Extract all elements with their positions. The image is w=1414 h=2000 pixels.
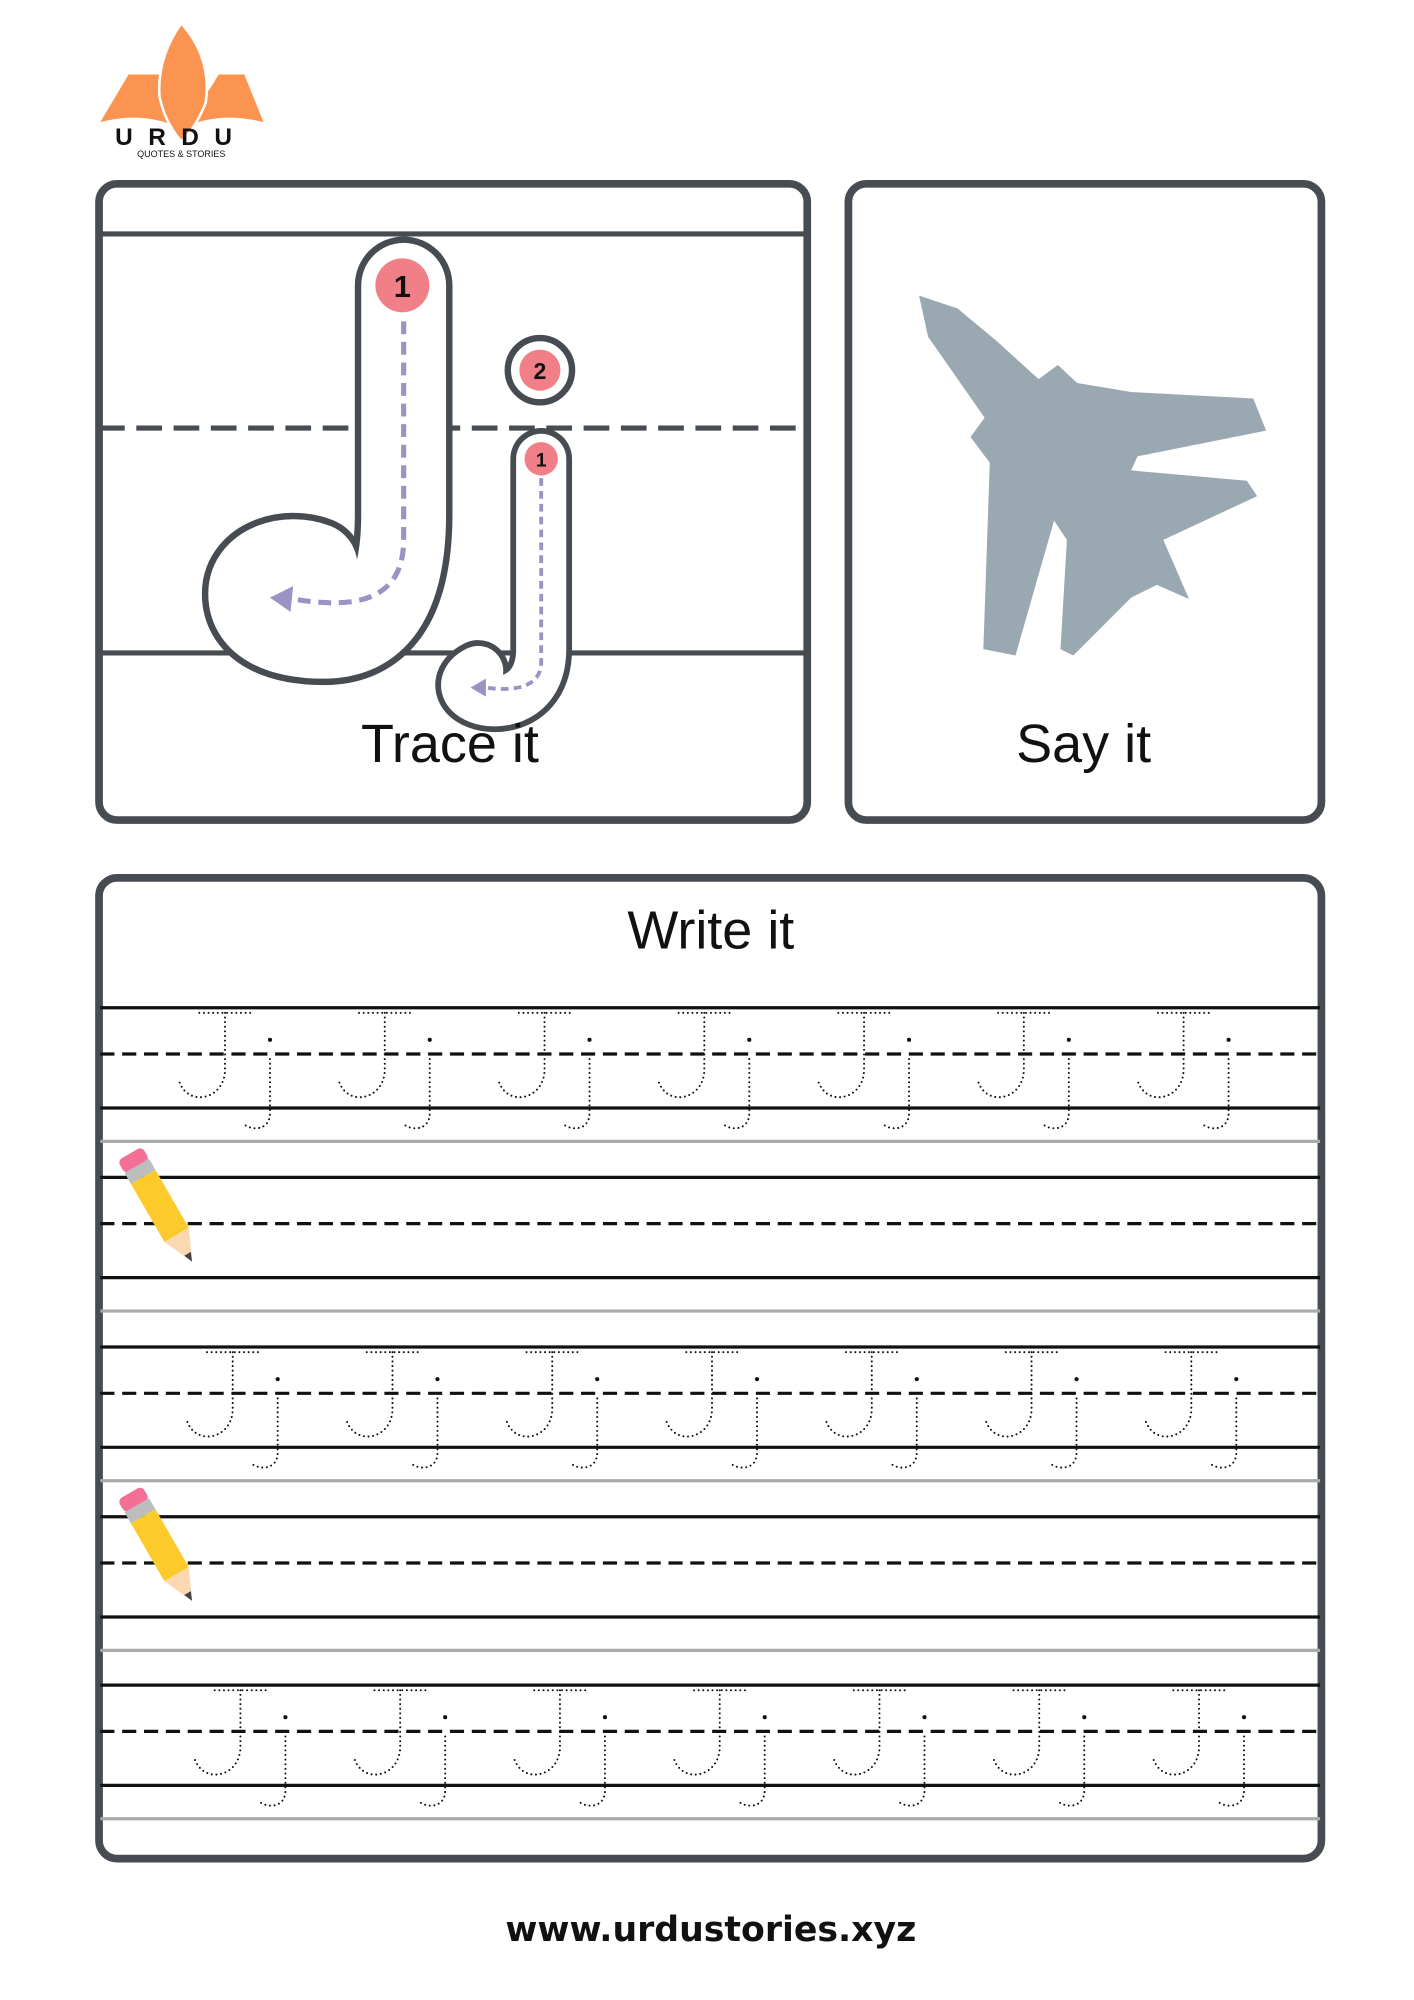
tracing-row — [100, 1345, 1321, 1483]
step-number: 2 — [533, 358, 546, 384]
fighter-jet-icon — [919, 295, 1267, 656]
lowercase-j-trace-guide: 2 1 — [435, 334, 576, 733]
website-url: www.urdustories.xyz — [505, 1910, 916, 1950]
practice-row[interactable] — [100, 1485, 1321, 1652]
logo-subtitle: QUOTES & STORIES — [137, 149, 225, 159]
practice-row[interactable] — [100, 1146, 1321, 1313]
arrow-icon — [269, 586, 294, 612]
logo-title: URDU — [115, 124, 247, 151]
step-number: 1 — [394, 269, 411, 304]
trace-it-label: Trace it — [361, 714, 539, 774]
write-it-label: Write it — [627, 901, 794, 961]
book-icon — [100, 74, 264, 129]
write-panel: Write it — [95, 874, 1326, 1863]
arrow-icon — [470, 678, 486, 697]
trace-panel: 1 2 1 Trace it — [95, 179, 812, 824]
logo: URDU QUOTES & STORIES — [100, 21, 264, 159]
say-it-label: Say it — [1016, 714, 1151, 774]
tracing-row — [100, 1006, 1321, 1143]
say-panel: Say it — [844, 179, 1326, 824]
feather-icon — [157, 21, 209, 144]
uppercase-j-trace-guide: 1 — [201, 236, 453, 686]
tracing-row — [100, 1683, 1321, 1821]
step-number: 1 — [536, 451, 547, 472]
